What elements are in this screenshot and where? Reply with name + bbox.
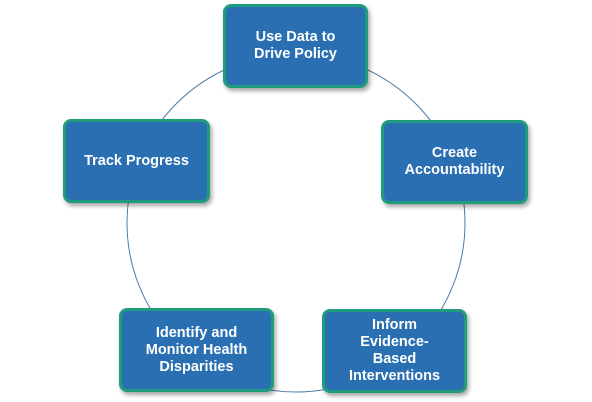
node-label: Create Accountability: [404, 145, 505, 178]
node-track-progress: Track Progress: [63, 119, 210, 203]
node-label: Identify and Monitor Health Disparities: [145, 324, 248, 375]
node-label: Inform Evidence-Based Interventions: [348, 317, 441, 384]
node-identify-and-monitor-health-disparities: Identify and Monitor Health Disparities: [119, 308, 274, 392]
node-inform-evidence-based-interventions: Inform Evidence-Based Interventions: [322, 309, 467, 393]
node-create-accountability: Create Accountability: [381, 120, 528, 204]
node-use-data-to-drive-policy: Use Data to Drive Policy: [223, 4, 368, 88]
node-label: Use Data to Drive Policy: [253, 29, 337, 62]
node-label: Track Progress: [84, 152, 189, 169]
